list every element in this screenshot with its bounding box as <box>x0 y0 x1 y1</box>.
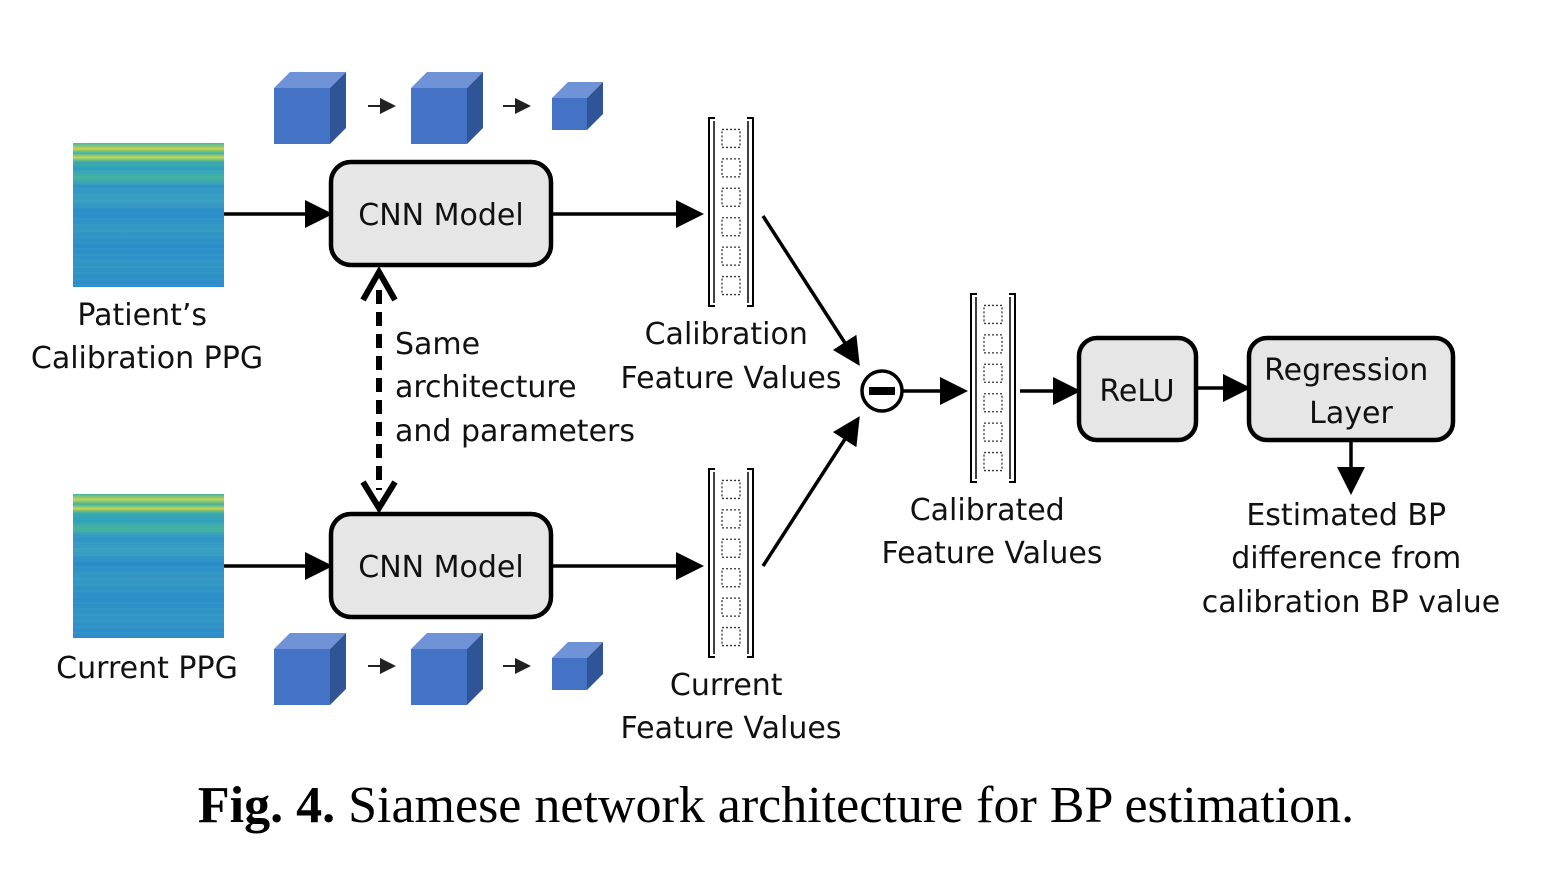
feature-cell <box>721 509 741 529</box>
feature-cell <box>983 304 1003 325</box>
arrow-to-subtract-top <box>761 215 860 366</box>
minus-circle-icon <box>860 369 904 413</box>
current-feature-label: Current Feature Values <box>621 668 842 746</box>
cube-icon <box>411 72 483 144</box>
figure-caption: Fig. 4. Siamese network architecture for… <box>0 776 1552 835</box>
caption-number: Fig. 4. <box>197 777 336 834</box>
feature-cell <box>983 393 1003 413</box>
cnn-model-top: CNN Model <box>328 159 554 268</box>
feature-cell <box>721 597 741 617</box>
feature-cell <box>983 451 1003 472</box>
current-ppg-label: Current PPG <box>56 651 238 686</box>
cube-icon <box>552 642 603 690</box>
regression-layer-label: Regression Layer <box>1264 353 1438 431</box>
arrow-to-subtract-bottom <box>761 416 860 567</box>
feature-cell <box>721 626 741 647</box>
feature-cell <box>721 128 741 149</box>
feature-cell <box>721 479 741 500</box>
cube-icon <box>411 633 483 705</box>
feature-vector-icon <box>970 293 1016 483</box>
feature-cell <box>721 158 741 178</box>
feature-cell <box>983 422 1003 442</box>
feature-vector-icon <box>708 468 754 658</box>
feature-cell <box>721 538 741 558</box>
calibration-feature-label: Calibration Feature Values <box>621 317 842 396</box>
cube-icon <box>274 633 346 705</box>
cnn-model-top-label: CNN Model <box>358 198 523 233</box>
feature-cell <box>721 275 741 296</box>
output-label: Estimated BP difference from calibration… <box>1202 498 1500 620</box>
cnn-model-bottom-label: CNN Model <box>358 550 523 585</box>
feature-cell <box>721 568 741 588</box>
cube-icon <box>552 82 603 130</box>
feature-cell <box>721 246 741 266</box>
cnn-model-bottom: CNN Model <box>328 511 554 620</box>
feature-cell <box>721 187 741 207</box>
feature-cell <box>721 217 741 237</box>
relu-box: ReLU <box>1076 335 1199 443</box>
calibration-ppg-image <box>73 143 224 287</box>
cube-icon <box>274 72 346 144</box>
feature-cell <box>983 363 1003 383</box>
calibration-ppg-label: Patient’s Calibration PPG <box>31 298 263 376</box>
caption-text: Siamese network architecture for BP esti… <box>335 777 1355 834</box>
calibrated-feature-label: Calibrated Feature Values <box>882 493 1103 571</box>
feature-cell <box>983 334 1003 354</box>
shared-weights-arrow <box>360 265 398 514</box>
regression-layer-box: Regression Layer <box>1246 335 1456 443</box>
shared-weights-note: Same architecture and parameters <box>395 327 635 449</box>
relu-label: ReLU <box>1099 374 1174 409</box>
current-ppg-image <box>73 494 224 638</box>
feature-vector-icon <box>708 117 754 307</box>
